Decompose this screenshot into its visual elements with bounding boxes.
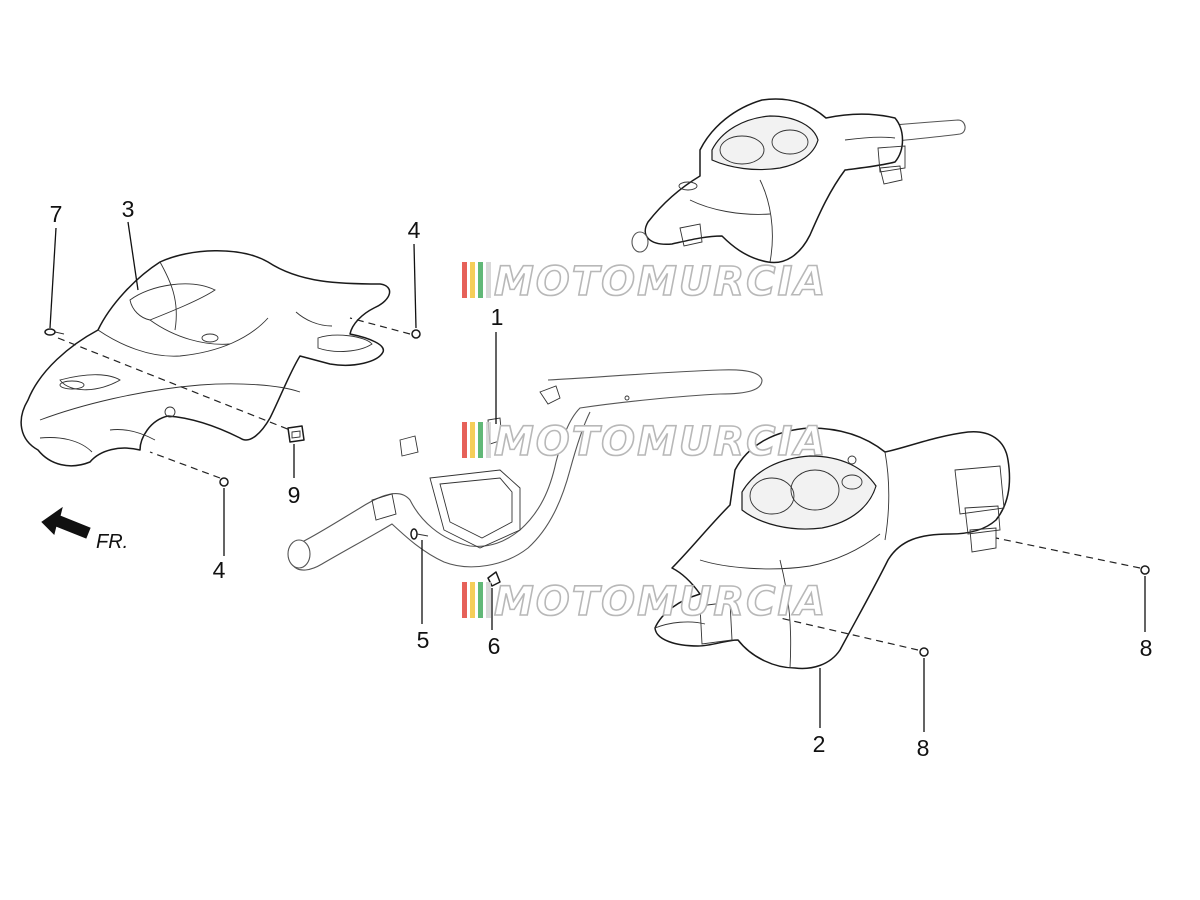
leader-lines xyxy=(49,221,1146,732)
assembly-lines xyxy=(57,317,1141,651)
watermark-stripe-3 xyxy=(478,422,483,458)
watermark-stripe-1 xyxy=(462,582,467,618)
screw-8-right xyxy=(1140,565,1150,575)
callout-8-bottom: 8 xyxy=(917,735,930,761)
watermark-text: MOTOMURCIA xyxy=(494,259,827,305)
callout-3: 3 xyxy=(122,196,135,222)
callout-6: 6 xyxy=(488,633,501,659)
watermark-stripe-4 xyxy=(486,422,491,458)
watermark-stripe-4 xyxy=(486,262,491,298)
watermark-top: MOTOMURCIA xyxy=(462,258,827,306)
watermark-stripe-3 xyxy=(478,262,483,298)
callout-9: 9 xyxy=(288,482,301,508)
callout-4-top: 4 xyxy=(408,217,421,243)
callout-numbers: 7 3 4 1 9 4 5 6 2 8 8 xyxy=(50,196,1153,761)
front-handlebar-cover xyxy=(20,250,391,467)
watermark-stripe-4 xyxy=(486,582,491,618)
watermark-text: MOTOMURCIA xyxy=(494,579,827,625)
callout-5: 5 xyxy=(417,627,430,653)
callout-8-right: 8 xyxy=(1140,635,1153,661)
screw-7 xyxy=(44,328,65,336)
watermark-stripe-3 xyxy=(478,582,483,618)
front-direction-label: FR. xyxy=(96,531,128,553)
clip-nut-9 xyxy=(287,425,305,443)
watermark-stripe-1 xyxy=(462,262,467,298)
watermark-stripe-1 xyxy=(462,422,467,458)
watermark-stripe-2 xyxy=(470,422,475,458)
rear-handlebar-cover xyxy=(654,427,1011,670)
watermark-text: MOTOMURCIA xyxy=(494,419,827,465)
callout-2: 2 xyxy=(813,731,826,757)
assembled-handlebar-cover-view xyxy=(631,98,966,264)
callout-4-bottom: 4 xyxy=(213,557,226,583)
callout-7: 7 xyxy=(50,201,63,227)
screw-8-bottom xyxy=(919,647,929,657)
handlebar-tube xyxy=(287,369,763,571)
watermark-stripe-2 xyxy=(470,262,475,298)
screw-4-bottom xyxy=(219,477,229,487)
watermark-middle: MOTOMURCIA xyxy=(462,418,827,466)
callout-1: 1 xyxy=(491,304,504,330)
screw-5 xyxy=(410,528,429,540)
front-direction-marker: FR. xyxy=(41,506,128,553)
arrow-left-icon xyxy=(41,506,91,539)
screw-4-top xyxy=(411,329,421,339)
watermark-stripe-2 xyxy=(470,582,475,618)
watermark-bottom: MOTOMURCIA xyxy=(462,578,827,626)
